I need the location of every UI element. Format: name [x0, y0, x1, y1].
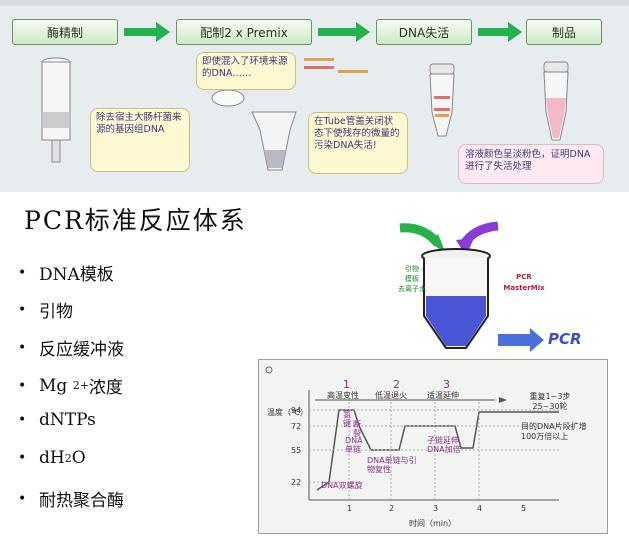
step-desc: DNA单链与引物复性 [367, 456, 417, 474]
product-tube-icon [543, 61, 569, 141]
step-name: 高温变性 [327, 391, 359, 400]
step-label: 配制2 x Premix [200, 25, 288, 40]
dna-strand-icon [304, 66, 334, 69]
spin-column-icon [41, 57, 71, 163]
bubble-enzyme: 除去宿主大肠杆菌来源的基因组DNA [90, 108, 190, 172]
step-number: 3 [443, 378, 450, 391]
x-tick: 5 [521, 504, 527, 513]
dna-strand-icon [304, 58, 334, 61]
step-premix: 配制2 x Premix [176, 19, 312, 45]
x-tick: 4 [477, 504, 483, 513]
denature-note: 断裂 [353, 420, 361, 438]
y-tick: 72 [291, 422, 302, 431]
arrow-right-icon [478, 22, 522, 42]
x-tick: 2 [389, 504, 395, 513]
pcr-arrow-label: PCR [548, 330, 582, 348]
step-label: DNA失活 [398, 25, 450, 40]
list-item: •DNA模板 [18, 260, 114, 286]
step-label: 制品 [551, 25, 576, 40]
label-line: 引物 [405, 265, 419, 273]
mastermix-right-label: PCR MasterMix [494, 272, 554, 294]
target-label: 目的DNA片段扩增100万倍以上 [521, 422, 587, 441]
dna-strand-icon [338, 70, 368, 73]
bubble-premix: 即使混入了环境来源的DNA…… [196, 52, 296, 90]
item-label: O [71, 448, 86, 468]
label-line: MasterMix [503, 284, 545, 292]
x-axis-label: 时间（min） [409, 519, 457, 528]
arrow-right-icon [498, 328, 544, 352]
list-item: •反应缓冲液 [18, 335, 124, 361]
start-label: DNA双螺旋 [321, 481, 363, 490]
thermal-cycle-graph: 温度（℃） 94 72 55 22 1 2 3 4 5 时间（min） 1 2 … [258, 359, 608, 534]
item-label: 反应缓冲液 [39, 340, 124, 360]
bubble-text: 除去宿主大肠杆菌来源的基因组DNA [96, 112, 182, 135]
arrow-right-icon [124, 22, 170, 42]
list-item: •引物 [18, 297, 73, 323]
superscript: 2+ [72, 379, 89, 392]
step-desc: 子链延伸DNA加倍 [427, 436, 461, 454]
y-tick: 22 [291, 478, 302, 487]
closed-tube-icon [429, 63, 455, 137]
y-axis-label: 温度（℃） [267, 408, 308, 417]
item-label: DNA模板 [39, 265, 114, 285]
list-item: •dNTPs [18, 410, 96, 430]
bubble-text: 即使混入了环境来源的DNA…… [202, 56, 288, 79]
step-name: 低温退火 [375, 391, 407, 400]
step-label: 酶精制 [46, 25, 83, 40]
step-enzyme-purify: 酶精制 [12, 19, 118, 45]
pcr-system-title: PCR标准反应体系 [24, 206, 247, 235]
open-tube-icon [211, 89, 297, 171]
bubble-text: 在Tube管盖关闭状态下使残存的微量的污染DNA失活! [314, 116, 400, 151]
step-dna-inactivation: DNA失活 [376, 19, 472, 45]
label-line: 模板 [405, 275, 419, 283]
hand-cursor-icon [265, 366, 273, 374]
arrow-right-icon [499, 397, 507, 403]
item-label: 浓度 [88, 378, 123, 398]
bubble-text: 溶液颜色呈淡粉色，证明DNA进行了失活处理 [465, 149, 591, 172]
list-item: •耐热聚合酶 [18, 486, 124, 512]
step-desc: DNA单链 [345, 436, 363, 454]
item-label: 引物 [39, 302, 73, 322]
arrow-right-icon [318, 22, 370, 42]
thermal-cycle-plot [265, 366, 559, 501]
y-tick: 94 [291, 406, 302, 415]
item-label: dNTPs [39, 410, 96, 430]
step-number: 2 [393, 378, 400, 391]
step-number: 1 [343, 378, 350, 391]
bubble-inactivate: 在Tube管盖关闭状态下使残存的微量的污染DNA失活! [308, 112, 408, 174]
cropped-heading-strip [0, 0, 629, 6]
mastermix-left-label: 引物 模板 去离子水 [386, 264, 438, 294]
list-item: •Mg 2+浓度 [18, 373, 123, 399]
mastermix-tube-graphic [399, 221, 544, 352]
label-line: 去离子水 [398, 285, 426, 293]
workflow-graphics [41, 22, 569, 171]
step-name: 适温延伸 [427, 391, 459, 400]
subscript: 2 [64, 451, 72, 465]
item-label: 耐热聚合酶 [39, 491, 124, 511]
item-label: Mg [39, 375, 68, 396]
bubble-product: 溶液颜色呈淡粉色，证明DNA进行了失活处理 [458, 144, 604, 184]
label-line: PCR [516, 273, 532, 281]
repeat-label: 重复1~3步25~30轮 [529, 392, 571, 411]
denature-note: 氢键 [343, 410, 351, 428]
step-product: 制品 [526, 19, 602, 45]
item-label: dH [39, 448, 65, 468]
x-tick: 3 [433, 504, 439, 513]
x-tick: 1 [347, 504, 353, 513]
y-tick: 55 [291, 446, 302, 455]
